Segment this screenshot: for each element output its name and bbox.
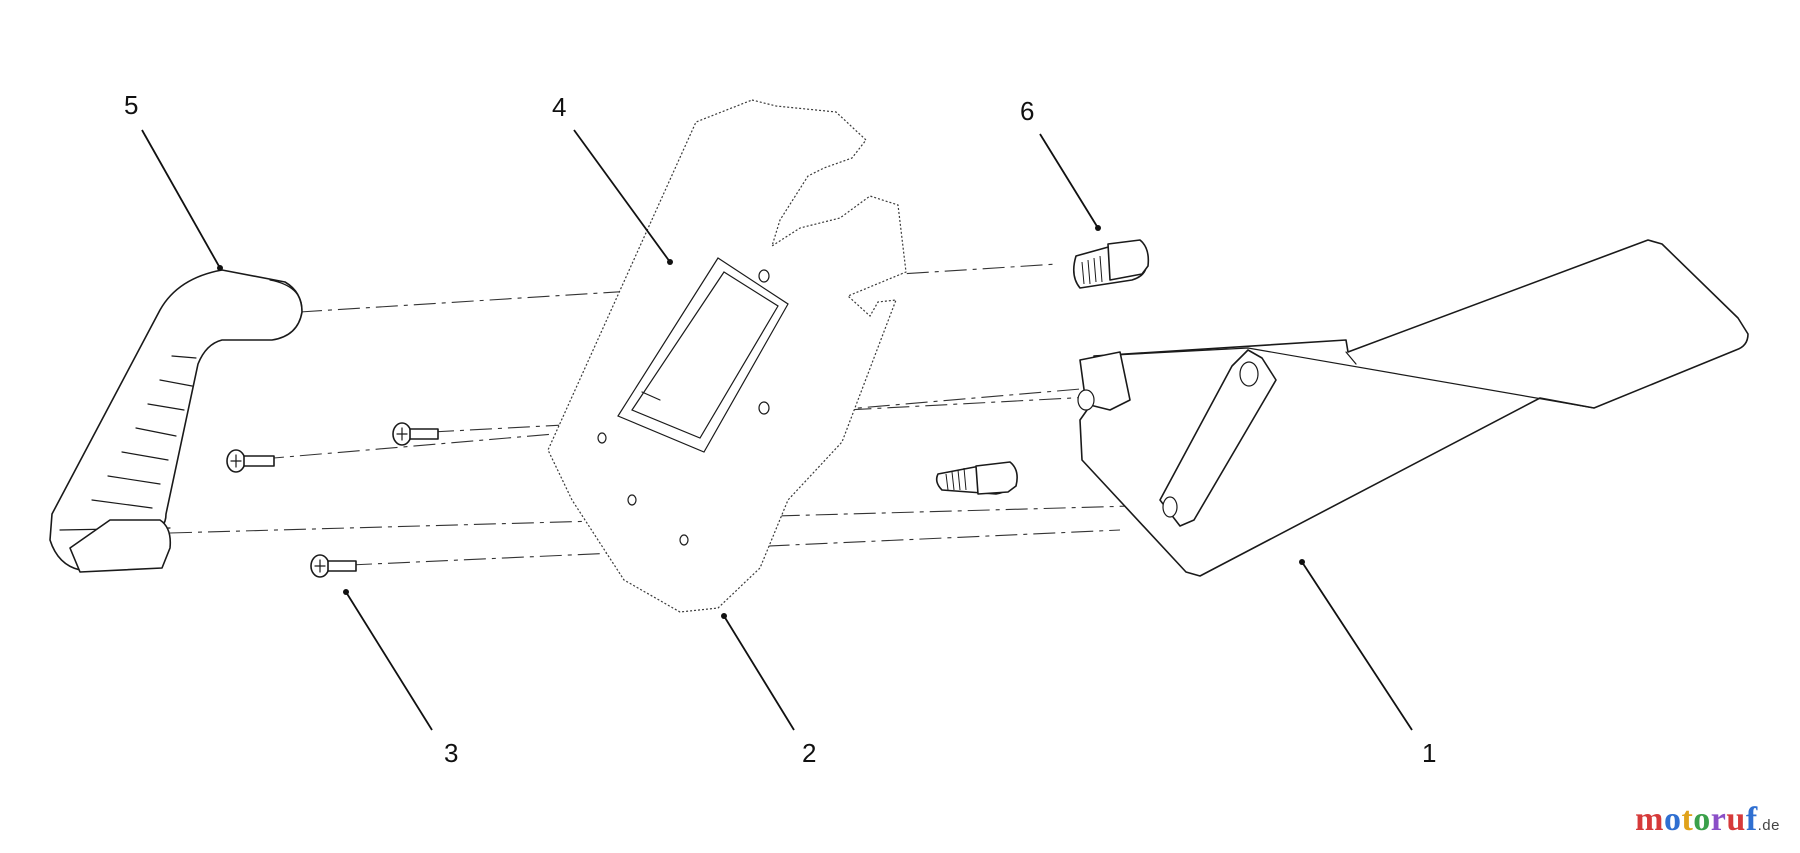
leader-3-dot xyxy=(343,589,349,595)
leader-4 xyxy=(573,129,671,263)
watermark-logo: motoruf.de xyxy=(1635,801,1780,839)
watermark-letter: f xyxy=(1745,801,1758,838)
watermark-suffix: .de xyxy=(1757,817,1780,834)
leader-1-dot xyxy=(1299,559,1305,565)
part-5-handle-grip xyxy=(49,269,303,573)
watermark-letter: m xyxy=(1635,801,1664,838)
watermark-letter: o xyxy=(1663,801,1682,838)
leader-6-dot xyxy=(1095,225,1101,231)
leader-2-dot xyxy=(721,613,727,619)
callout-1: 1 xyxy=(1422,738,1436,768)
callout-6: 6 xyxy=(1020,96,1034,126)
leader-3 xyxy=(345,591,433,731)
leader-1 xyxy=(1301,561,1413,731)
leader-2 xyxy=(723,615,795,731)
leader-5-dot xyxy=(217,265,223,271)
watermark-letter: r xyxy=(1710,801,1727,838)
watermark-letter: t xyxy=(1681,801,1694,838)
assembly-line-top xyxy=(299,263,1059,313)
watermark-letter: u xyxy=(1726,801,1746,838)
part-4-mounting-plate xyxy=(547,99,907,613)
part-1-deflector-chute xyxy=(1077,239,1749,577)
leader-6 xyxy=(1039,133,1099,229)
callout-3: 3 xyxy=(444,738,458,768)
part-3-screw-lower xyxy=(310,554,357,578)
leader-4-dot xyxy=(667,259,673,265)
callout-labels: 5 4 6 3 2 1 xyxy=(124,90,1436,768)
part-3-screw-left xyxy=(226,449,275,473)
part-6-bolt-upper xyxy=(1072,239,1150,289)
leader-5 xyxy=(141,129,221,269)
callout-5: 5 xyxy=(124,90,138,120)
callout-2: 2 xyxy=(802,738,816,768)
callout-4: 4 xyxy=(552,92,566,122)
assembly-line-upper-screw xyxy=(261,374,1245,460)
part-3-screw-mid xyxy=(392,422,439,446)
part-6-bolt-lower xyxy=(935,461,1018,495)
leader-lines xyxy=(141,129,1413,731)
watermark-text: motoruf xyxy=(1635,801,1758,838)
watermark-letter: o xyxy=(1693,801,1711,838)
